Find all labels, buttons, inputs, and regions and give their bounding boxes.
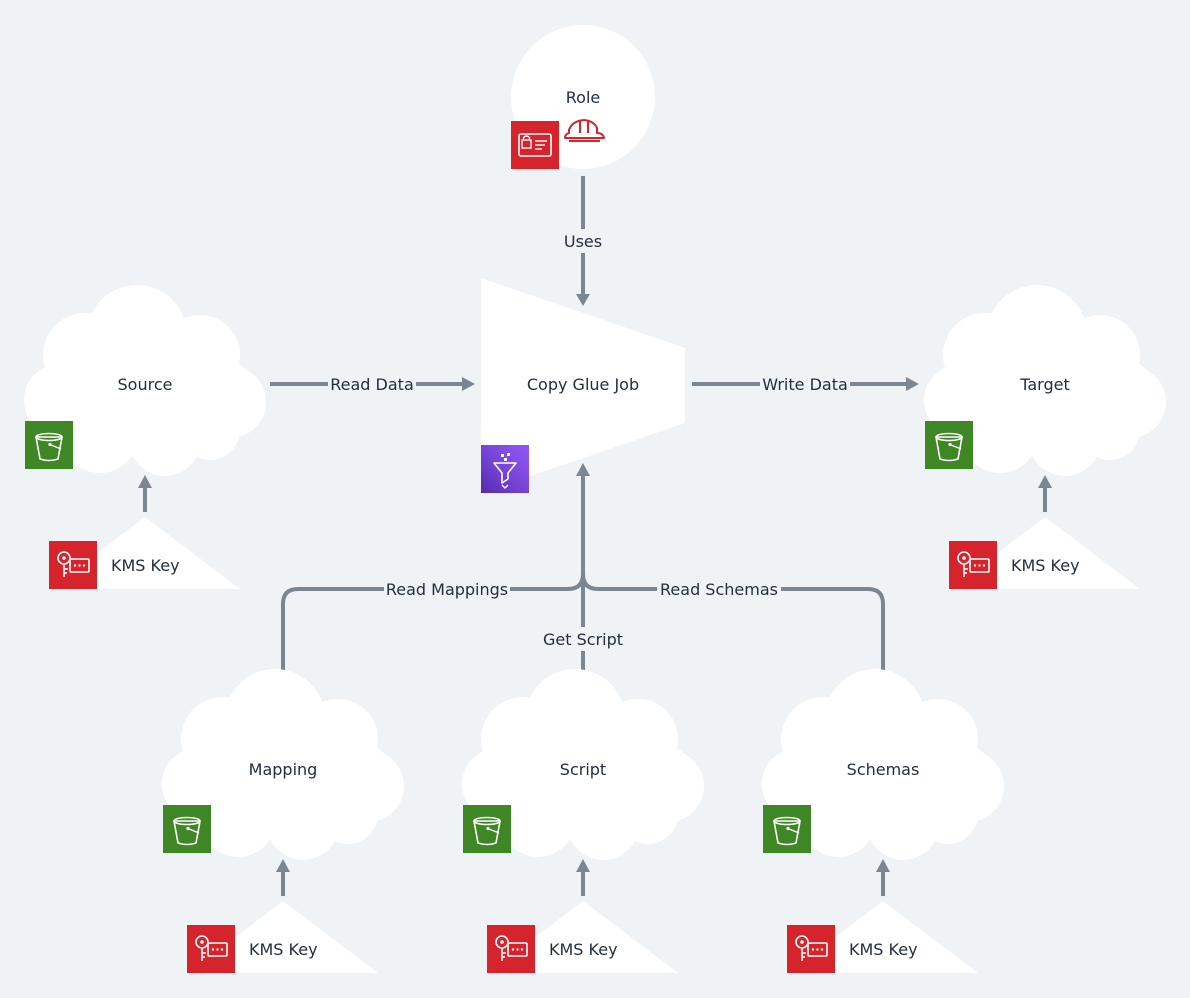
key-icon [948, 540, 998, 590]
edge-write-data: Write Data [692, 372, 919, 396]
bucket-icon [24, 420, 74, 470]
target-label: Target [1019, 375, 1070, 394]
kms-key-label: KMS Key [249, 940, 318, 959]
edge-uses: Uses [556, 176, 610, 306]
bucket-icon [924, 420, 974, 470]
id-card-icon [510, 120, 560, 170]
edge-bundle-to-glue: Read Mappings Read Schemas Get Script [281, 463, 885, 687]
script-label: Script [560, 760, 606, 779]
kms-key-label: KMS Key [549, 940, 618, 959]
kms-key-label: KMS Key [1011, 556, 1080, 575]
edge-label-uses: Uses [564, 232, 602, 251]
kms-key-source[interactable]: KMS Key [48, 517, 240, 590]
kms-arrows [138, 475, 1052, 896]
schemas-label: Schemas [847, 760, 920, 779]
edge-label-get-script: Get Script [543, 630, 623, 649]
target-node[interactable]: Target [924, 285, 1166, 476]
kms-key-label: KMS Key [849, 940, 918, 959]
mapping-node[interactable]: Mapping [162, 669, 404, 860]
role-label: Role [566, 88, 600, 107]
kms-key-script[interactable]: KMS Key [486, 901, 678, 974]
edge-label-read-mappings: Read Mappings [386, 580, 508, 599]
funnel-icon [480, 444, 530, 494]
kms-key-target[interactable]: KMS Key [948, 517, 1140, 590]
hard-hat-icon [564, 119, 605, 142]
key-icon [486, 924, 536, 974]
kms-key-mapping[interactable]: KMS Key [186, 901, 378, 974]
bucket-icon [162, 804, 212, 854]
glue-job-label: Copy Glue Job [527, 375, 639, 394]
kms-key-schemas[interactable]: KMS Key [786, 901, 978, 974]
role-node[interactable]: Role [510, 25, 655, 170]
script-node[interactable]: Script [462, 669, 704, 860]
edge-label-write-data: Write Data [762, 375, 848, 394]
source-node[interactable]: Source [24, 285, 266, 476]
edge-label-read-schemas: Read Schemas [660, 580, 778, 599]
kms-key-label: KMS Key [111, 556, 180, 575]
bucket-icon [762, 804, 812, 854]
schemas-node[interactable]: Schemas [762, 669, 1004, 860]
bucket-icon [462, 804, 512, 854]
source-label: Source [118, 375, 173, 394]
glue-job-node[interactable]: Copy Glue Job [480, 278, 685, 494]
key-icon [186, 924, 236, 974]
key-icon [48, 540, 98, 590]
key-icon [786, 924, 836, 974]
edge-read-data: Read Data [270, 372, 475, 396]
edge-label-read-data: Read Data [330, 375, 414, 394]
mapping-label: Mapping [249, 760, 318, 779]
